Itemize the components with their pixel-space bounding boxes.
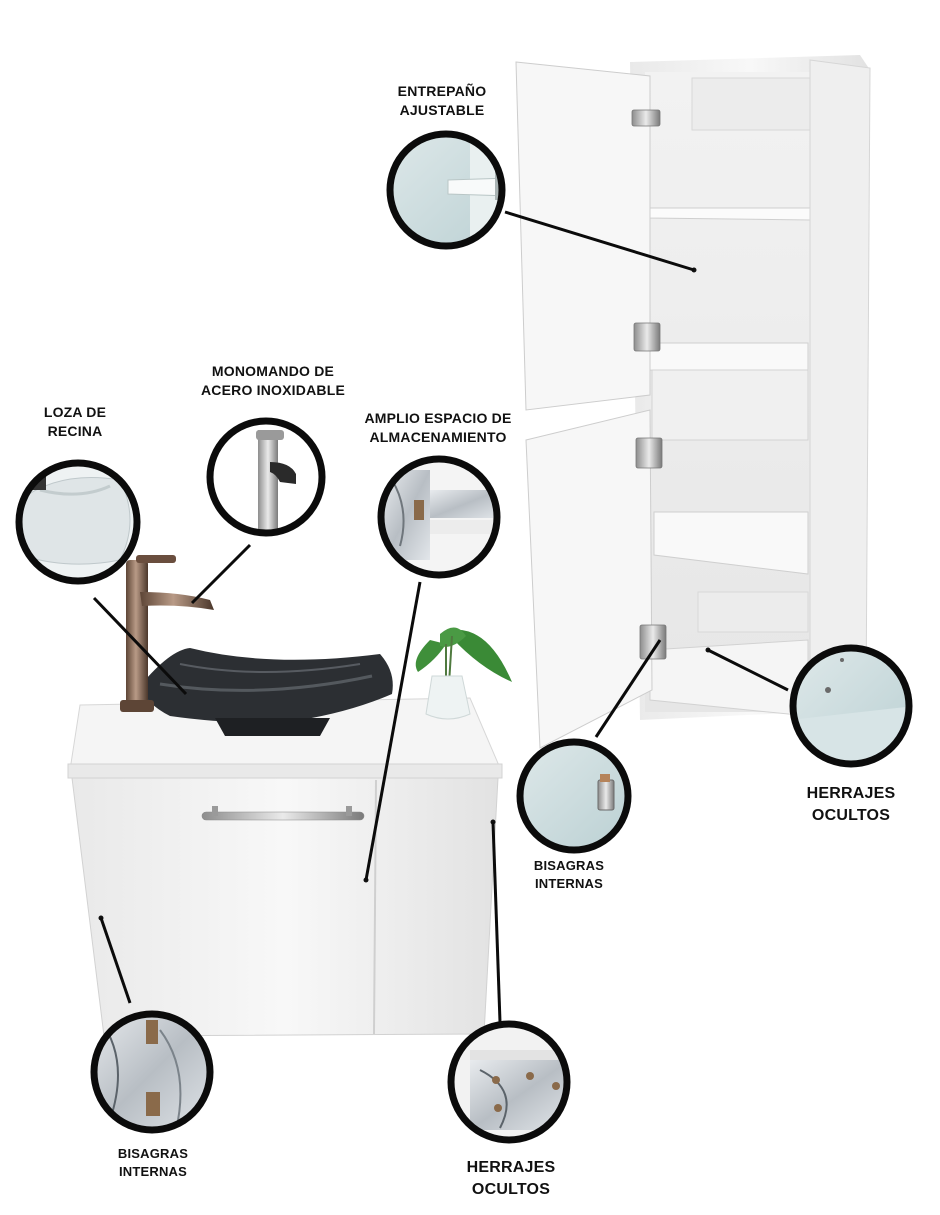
label-storage: AMPLIO ESPACIO DE ALMACENAMIENTO (364, 410, 512, 445)
plant-vase (415, 627, 512, 720)
zoom-shelf (386, 130, 506, 250)
zoom-hinges-tall (516, 738, 632, 854)
label-faucet: MONOMANDO DE ACERO INOXIDABLE (201, 363, 345, 398)
zoom-hinges-vanity (90, 1010, 214, 1134)
tall-cabinet (515, 55, 871, 749)
zoom-hardware-tall (789, 644, 913, 768)
label-hinges-tall: BISAGRAS INTERNAS (533, 858, 605, 891)
label-adjustable-shelf: ENTREPAÑO AJUSTABLE (397, 83, 487, 118)
zoom-hardware-vanity (447, 1020, 571, 1144)
zoom-faucet (206, 417, 326, 537)
label-hinges-vanity: BISAGRAS INTERNAS (117, 1146, 189, 1179)
label-hardware-vanity: HERRAJES OCULTOS (466, 1159, 556, 1198)
zoom-basin (15, 459, 141, 585)
vessel-basin (140, 648, 393, 736)
label-basin: LOZA DE RECINA (43, 404, 107, 439)
faucet (120, 555, 214, 712)
zoom-storage (377, 455, 501, 579)
label-hardware-tall: HERRAJES OCULTOS (806, 785, 896, 824)
vanity-cabinet (67, 697, 503, 1037)
leader-lines (92, 210, 789, 1023)
